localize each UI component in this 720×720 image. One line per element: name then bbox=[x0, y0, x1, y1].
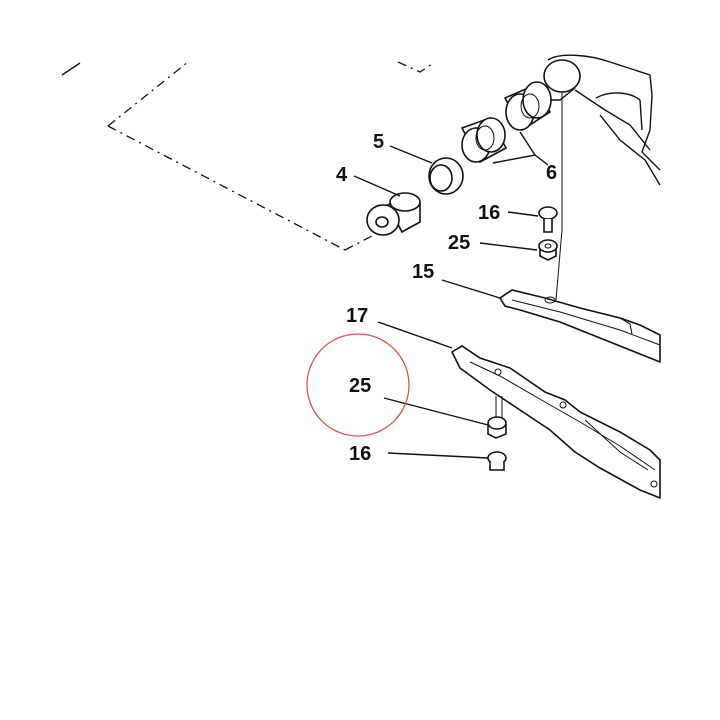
leader-part-6-a bbox=[492, 154, 549, 166]
leader-lines bbox=[353, 131, 549, 459]
nut-part-25-top bbox=[538, 239, 558, 261]
bracket-part-15 bbox=[498, 289, 661, 364]
leader-part-25-top bbox=[479, 242, 538, 251]
callout-part-16-top: 16 bbox=[478, 202, 500, 224]
leader-part-17 bbox=[377, 321, 453, 349]
bushing-part-6-b bbox=[503, 81, 552, 132]
housing-outline bbox=[61, 61, 433, 251]
leader-part-5 bbox=[389, 145, 433, 164]
leader-part-15 bbox=[441, 279, 501, 299]
callout-part-16-bottom: 16 bbox=[349, 443, 371, 465]
highlight-circle bbox=[306, 333, 410, 437]
leader-part-6-b bbox=[519, 131, 536, 156]
nut-part-25-bottom bbox=[487, 396, 507, 439]
callout-part-5: 5 bbox=[373, 131, 384, 153]
leader-part-16-bottom bbox=[387, 452, 489, 459]
bushing-part-6-a bbox=[460, 117, 508, 164]
callout-part-25-top: 25 bbox=[448, 232, 470, 254]
leader-part-16-top bbox=[507, 211, 539, 217]
callout-part-15: 15 bbox=[412, 261, 434, 283]
callout-part-25-circled: 25 bbox=[349, 375, 371, 397]
leader-part-25-circled bbox=[383, 397, 489, 426]
callout-part-6: 6 bbox=[546, 162, 557, 184]
bushing-part-4 bbox=[366, 192, 421, 236]
bracket-part-17 bbox=[450, 345, 661, 500]
callout-part-4: 4 bbox=[336, 164, 348, 186]
screw-part-16-bottom bbox=[487, 451, 507, 471]
ring-part-5 bbox=[428, 157, 464, 195]
leader-part-4 bbox=[353, 175, 401, 197]
callout-part-17: 17 bbox=[346, 305, 368, 327]
screw-part-16-top bbox=[538, 206, 558, 233]
housing-body bbox=[543, 54, 661, 301]
